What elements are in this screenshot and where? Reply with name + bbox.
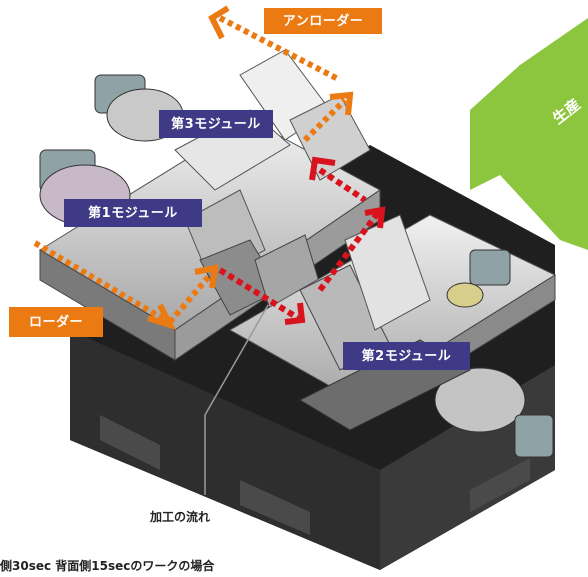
unloader-path [208, 5, 354, 143]
module-3-label: 第3モジュール [159, 110, 273, 138]
process-flow-label: 加工の流れ [150, 510, 211, 524]
loader-path [33, 240, 219, 331]
module-1-label: 第1モジュール [64, 199, 202, 227]
unloader-label: アンローダー [264, 8, 382, 34]
production-banner-arrow [470, 18, 588, 250]
module-2-label: 第2モジュール [343, 342, 470, 370]
process-flow-path [218, 156, 386, 325]
caption-text: 側30sec 背面側15secのワークの場合 [0, 559, 215, 573]
loader-label: ローダー [9, 307, 103, 337]
flow-leader-line [204, 304, 269, 495]
